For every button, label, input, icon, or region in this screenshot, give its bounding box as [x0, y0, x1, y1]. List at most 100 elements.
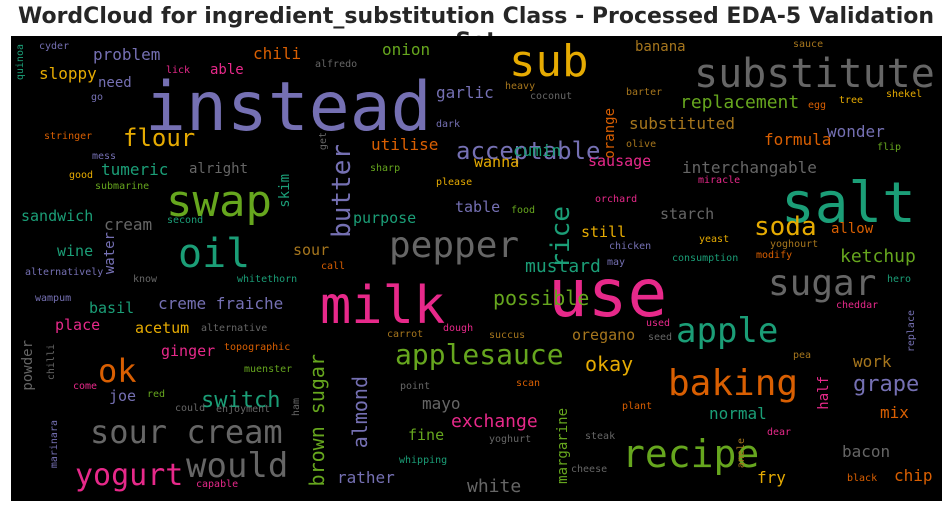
word: black — [847, 473, 878, 484]
word: muenster — [244, 364, 293, 375]
word: tree — [839, 95, 864, 106]
word: topographic — [224, 342, 291, 353]
word: flip — [877, 142, 902, 153]
word: need — [98, 75, 132, 91]
word: please — [436, 177, 473, 188]
word: sub — [509, 36, 589, 87]
word: sandwich — [21, 207, 94, 225]
word: onion — [382, 40, 431, 59]
word: table — [455, 198, 501, 216]
word: switch — [201, 388, 281, 413]
word: get — [318, 132, 329, 151]
word: point — [400, 381, 431, 392]
word: red — [147, 389, 166, 400]
word: still — [581, 223, 627, 241]
word: fry — [757, 468, 786, 487]
word: mustard — [525, 256, 601, 277]
word: dear — [767, 427, 792, 438]
word: place — [55, 316, 101, 334]
word: sour cream — [90, 413, 283, 451]
word: barter — [626, 87, 663, 98]
word: capable — [196, 479, 239, 490]
word: cream — [104, 215, 153, 234]
word: quinoa — [15, 44, 26, 81]
word: alternatively — [25, 267, 104, 278]
word: wanna — [474, 153, 520, 171]
word: dough — [443, 323, 474, 334]
word: formula — [764, 130, 832, 149]
word: grape — [853, 372, 920, 397]
word: replace — [906, 310, 917, 353]
word: chicken — [609, 241, 652, 252]
word: mix — [880, 403, 909, 422]
word: egg — [808, 100, 827, 111]
word: exchange — [451, 411, 538, 432]
word: orchard — [595, 194, 638, 205]
word: mess — [92, 151, 117, 162]
word: allow — [831, 221, 874, 237]
word: sour — [293, 241, 330, 259]
word: wine — [57, 242, 94, 260]
word: recipe — [622, 432, 760, 476]
word: oil — [178, 231, 251, 277]
word: ham — [291, 398, 302, 417]
word: good — [69, 170, 94, 181]
word: baking — [668, 363, 799, 404]
word: sausage — [588, 152, 652, 170]
word: know — [133, 274, 158, 285]
word: seed — [648, 332, 673, 343]
word: butter — [327, 144, 357, 238]
word: tumeric — [101, 160, 169, 179]
word: alternative — [201, 323, 268, 334]
word: creme fraiche — [158, 294, 284, 313]
word: substituted — [629, 114, 735, 133]
word: food — [511, 205, 536, 216]
word: heavy — [505, 81, 536, 92]
word: utilise — [371, 135, 439, 154]
word: ginger — [161, 342, 216, 360]
word: could — [175, 403, 206, 414]
word: skim — [277, 174, 293, 208]
word: bacon — [842, 442, 891, 461]
word: come — [73, 381, 98, 392]
word: able — [210, 62, 244, 78]
word: chilli — [46, 344, 57, 381]
word: shekel — [886, 89, 923, 100]
word: used — [646, 318, 671, 329]
word: half — [816, 376, 832, 410]
word: cheddar — [836, 300, 879, 311]
word: orange — [602, 108, 618, 159]
word: salt — [781, 171, 916, 236]
word: modify — [756, 250, 793, 261]
word: succus — [489, 330, 526, 341]
word: flour — [123, 124, 196, 152]
word: second — [167, 215, 204, 226]
word: fine — [408, 426, 445, 444]
word: go — [91, 92, 104, 103]
word: cumin — [513, 141, 562, 160]
word: possible — [493, 286, 590, 310]
word: whitethorn — [237, 274, 298, 285]
word: work — [853, 352, 892, 371]
word: sauce — [793, 39, 824, 50]
word: whipping — [399, 455, 448, 466]
word: steak — [585, 431, 616, 442]
word: powder — [20, 340, 36, 391]
word: hero — [887, 274, 912, 285]
word: instead — [145, 68, 432, 147]
word: submarine — [95, 181, 150, 192]
word: soda — [754, 212, 817, 242]
word: margarine — [555, 408, 571, 484]
word: okay — [585, 352, 634, 376]
word: chili — [253, 44, 302, 63]
word: wampum — [35, 293, 72, 304]
word: may — [607, 257, 626, 268]
word: cheese — [571, 464, 608, 475]
word: use — [548, 255, 668, 332]
word: starch — [660, 205, 715, 223]
word: chip — [894, 466, 933, 485]
word: dark — [436, 119, 461, 130]
word: enjoyment — [216, 404, 271, 415]
figure-title: WordCloud for ingredient_substitution Cl… — [17, 4, 935, 54]
word: coconut — [530, 91, 573, 102]
